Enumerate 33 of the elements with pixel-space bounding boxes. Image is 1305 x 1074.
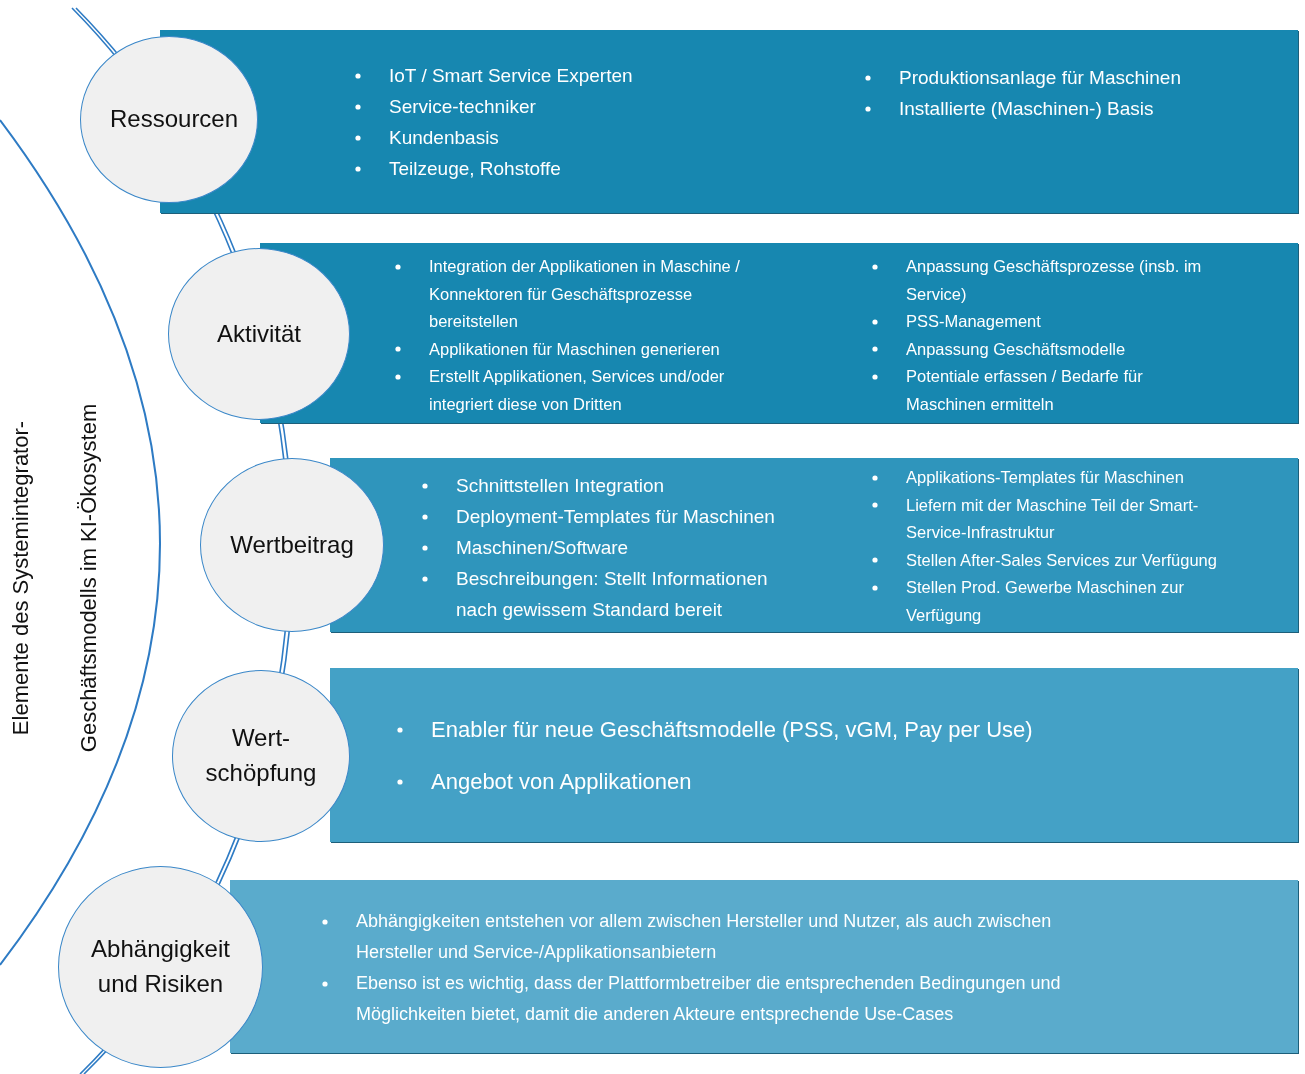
- category-circle: Ressourcen: [80, 36, 258, 203]
- bullet-text: Enabler für neue Geschäftsmodelle (PSS, vGM, Pay per Use): [431, 716, 1034, 744]
- category-circle: Aktivität: [168, 248, 350, 420]
- bullet-text: Teilzeuge, Rohstoffe: [389, 157, 562, 181]
- bullet-text: Installierte (Maschinen-) Basis: [899, 97, 1155, 121]
- bullet-text: Maschinen/Software: [456, 536, 630, 560]
- content-band: [330, 668, 1298, 842]
- category-circle: Wert- schöpfung: [172, 670, 350, 842]
- bullet-text: Angebot von Applikationen: [431, 768, 693, 796]
- bullet-text: Beschreibungen: Stellt Informationen nach gewissem Standard bereit: [456, 567, 769, 622]
- content-band: [230, 880, 1298, 1053]
- bullet-text: Produktionsanlage für Maschinen: [899, 66, 1182, 90]
- bullet-text: Schnittstellen Integration: [456, 474, 666, 498]
- bullet-text: Integration der Applikationen in Maschine / Konnektoren für Geschäftsprozesse bereitstellen: [429, 256, 741, 332]
- bullet-text: Kundenbasis: [389, 126, 500, 150]
- bullet-text: Ebenso ist es wichtig, dass der Plattformbetreiber die entsprechenden Bedingungen und Möglichkeiten bietet, damit die anderen Akteure entsprechende Use-Cases: [356, 972, 1062, 1026]
- bullet-text: Applikationen für Maschinen generieren: [429, 338, 721, 360]
- bullet-text: IoT / Smart Service Experten: [389, 64, 634, 88]
- side-heading: Elemente des Systemintegrator- Geschäftsmodells im KI-Ökosystem: [7, 402, 102, 755]
- bullet-text: Abhängigkeiten entstehen vor allem zwischen Hersteller und Nutzer, als auch zwischen Hersteller und Service-/Applikationsanbietern: [356, 910, 1053, 964]
- category-circle: Wertbeitrag: [200, 458, 384, 632]
- bullet-text: Anpassung Geschäftsmodelle: [906, 338, 1127, 360]
- bullet-text: Stellen After-Sales Services zur Verfügung: [906, 549, 1218, 571]
- category-circle: Abhängigkeit und Risiken: [58, 866, 263, 1068]
- bullet-text: Liefern mit der Maschine Teil der Smart-Service-Infrastruktur: [906, 494, 1200, 543]
- bullet-text: PSS-Management: [906, 311, 1042, 332]
- bullet-text: Anpassung Geschäftsprozesse (insb. im Service): [906, 256, 1203, 305]
- bullet-text: Erstellt Applikationen, Services und/oder integriert diese von Dritten: [429, 366, 726, 415]
- bullet-text: Deployment-Templates für Maschinen: [456, 505, 776, 529]
- bullet-text: Stellen Prod. Gewerbe Maschinen zur Verfügung: [906, 577, 1185, 626]
- bullet-text: Applikations-Templates für Maschinen: [906, 467, 1185, 488]
- bullet-text: Potentiale erfassen / Bedarfe für Maschinen ermitteln: [906, 366, 1144, 415]
- bullet-text: Service-techniker: [389, 95, 537, 119]
